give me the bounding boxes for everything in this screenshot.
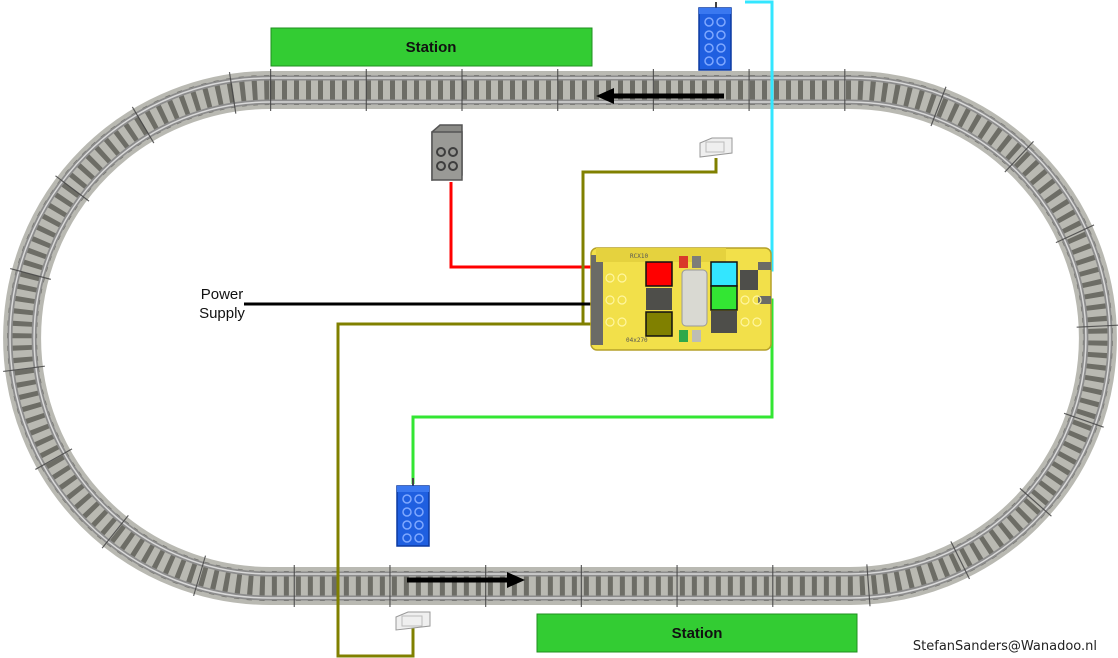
blue-sensor-brick-bottom bbox=[396, 478, 430, 547]
power-supply-line1: Power bbox=[201, 286, 244, 303]
direction-arrow-left bbox=[596, 88, 724, 104]
station-bottom: Station bbox=[536, 613, 858, 653]
credit-text: StefanSanders@Wanadoo.nl bbox=[913, 639, 1097, 654]
controller-bottom-label: 04x270 bbox=[626, 337, 648, 344]
controller-top-label: RCX10 bbox=[630, 253, 648, 260]
grey-output-brick bbox=[431, 124, 463, 181]
station-top-label: Station bbox=[406, 39, 457, 56]
white-touch-sensor-top bbox=[699, 137, 733, 158]
oval-track bbox=[1, 69, 1118, 607]
sensor-port-olive bbox=[645, 311, 673, 337]
blue-sensor-brick-top bbox=[698, 2, 732, 71]
output-port-red bbox=[645, 261, 673, 287]
station-top: Station bbox=[270, 27, 593, 67]
controller-brick: RCX10 04x270 bbox=[590, 247, 772, 351]
station-bottom-label: Station bbox=[672, 625, 723, 642]
sensor-port-green bbox=[710, 285, 738, 311]
sensor-port-cyan bbox=[710, 261, 738, 287]
direction-arrow-right bbox=[407, 572, 525, 588]
olive-wire-bottom bbox=[336, 322, 646, 658]
cyan-wire bbox=[737, 0, 774, 272]
red-wire bbox=[449, 182, 646, 269]
power-supply-label: Power Supply bbox=[199, 286, 245, 322]
white-touch-sensor-bottom bbox=[395, 611, 431, 631]
power-supply-line2: Supply bbox=[199, 305, 245, 322]
